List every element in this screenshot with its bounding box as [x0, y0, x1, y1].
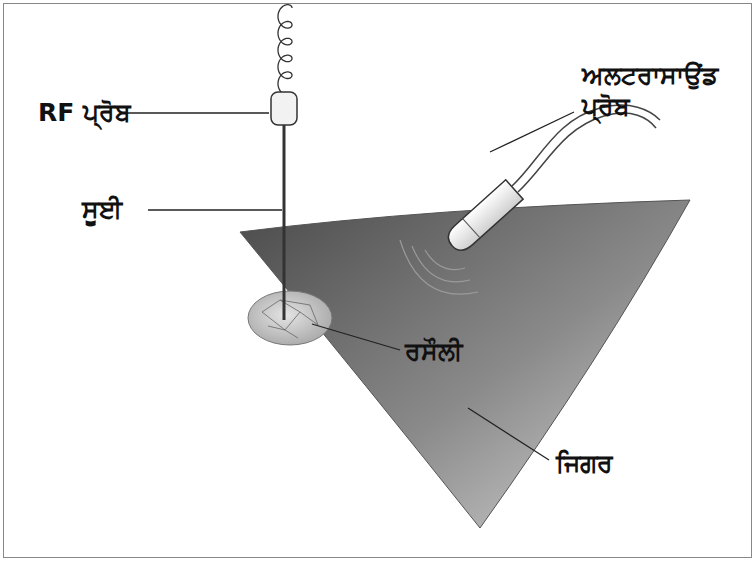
needle	[283, 124, 286, 320]
probe-wire	[278, 5, 292, 96]
tumor-texture	[262, 300, 318, 338]
frame	[4, 4, 752, 558]
rf-probe	[271, 92, 297, 125]
tumor	[248, 291, 332, 345]
probe-cable	[518, 113, 656, 192]
part-label: ਜਿਗਰ	[556, 448, 613, 479]
ultrasound-probe	[443, 180, 523, 256]
probe-wire	[278, 5, 292, 96]
part-label: ਰਸੌਲੀ	[405, 336, 463, 367]
part-label: ਸੂਈ	[82, 194, 122, 225]
part-label: RF ਪ੍ਰੋਬ	[38, 97, 131, 128]
part-label: ਅਲਟਰਾਸਾਉਂਡ ਪ੍ਰੋਬ	[582, 60, 747, 123]
leader-lines	[124, 112, 574, 460]
